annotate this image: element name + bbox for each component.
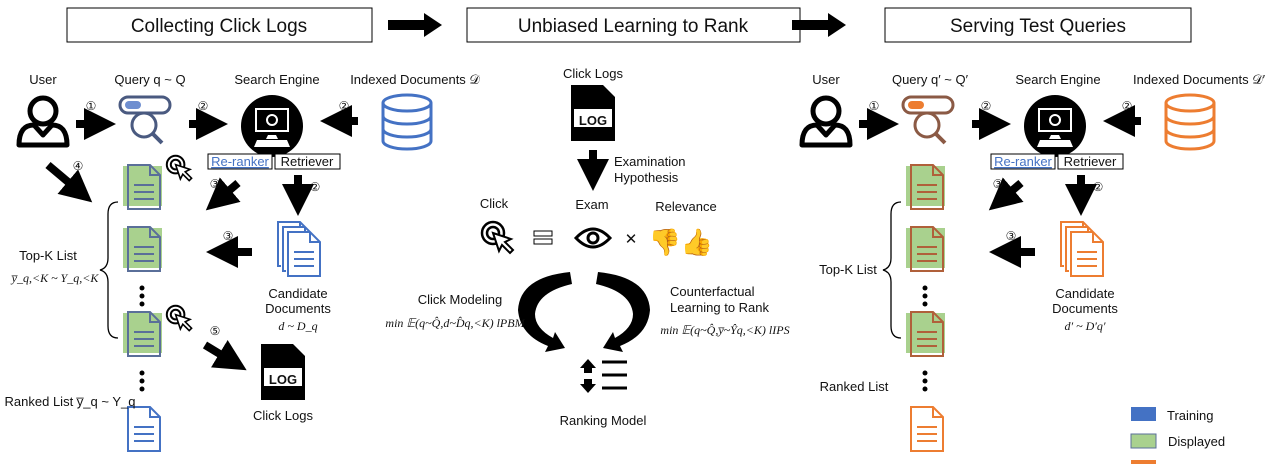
reranker-label: Re-ranker [994,154,1052,169]
stage-serve: Serving Test Queries [884,7,1192,43]
click-cursor-icon [165,154,193,182]
stage-collect: Collecting Click Logs [66,7,373,43]
flow-arrows [859,105,1141,268]
exam-label: Exam [575,197,608,212]
flow-arrows [45,105,358,371]
stage-serve-title: Serving Test Queries [950,16,1126,37]
counterfactual-label: Learning to Rank [670,300,770,315]
candidate-math: d ~ D_q [278,319,317,333]
stage-ultr: Unbiased Learning to Rank [466,7,801,43]
candidate-label: Documents [1052,301,1118,316]
ranked-document-icon [910,406,944,452]
reranker-label: Re-ranker [211,154,269,169]
ranking-model-icon [580,359,627,393]
engine-label: Search Engine [234,72,319,87]
click-label: Click [480,196,509,211]
topk-label: Top-K List [819,262,877,277]
step-1-label: ① [869,99,880,113]
step-3-label: ③ [223,229,234,243]
thumbs-down-icon: 👎 [649,227,681,257]
query-label: Query q′ ~ Q′ [892,72,969,87]
candidate-documents-icon [277,221,321,277]
stage-ultr-title: Unbiased Learning to Rank [518,16,749,37]
relevance-label: Relevance [655,199,716,214]
legend-swatch-displayed [1130,433,1157,449]
step-2-label: ② [981,99,992,113]
topk-label: Top-K List [19,248,77,263]
middle-section: Click Logs LOG Examination Hypothesis Cl… [385,66,789,428]
step-2-label: ② [310,180,321,194]
legend-swatch-training [1131,407,1156,421]
click-modeling-label: Click Modeling [418,292,503,307]
ranked-document-icon [127,406,161,452]
step-3-label: ③ [1006,229,1017,243]
hypothesis-label: Hypothesis [614,170,679,185]
ranking-model-label: Ranking Model [560,413,647,428]
topk-brace [99,201,119,339]
click-logs-label: Click Logs [253,408,313,423]
stage-arrow-icon [388,13,442,37]
candidate-label: Candidate [268,286,327,301]
ranked-list-label: Ranked List y̅_q ~ Y_q [5,394,136,409]
step-2-label: ② [1122,99,1133,113]
query-search-icon [901,95,955,145]
click-cursor-icon [165,304,193,332]
step-2-label: ② [198,99,209,113]
legend-label-displayed: Displayed [1168,434,1225,449]
right-section: User Query q′ ~ Q′ Search Engine Indexed… [802,72,1266,452]
counterfactual-label: Counterfactual [670,284,755,299]
topk-math: y̅_q,<K ~ Y_q,<K [11,271,100,285]
step-3-label: ③ [210,177,221,191]
retriever-label: Retriever [1064,154,1117,169]
step-2-label: ② [1093,180,1104,194]
search-engine-icon [1023,94,1087,158]
click-logs-label: Click Logs [563,66,623,81]
stage-arrow-icon [792,13,846,37]
times-icon: ✕ [625,231,638,248]
log-icon-text: LOG [579,113,607,128]
legend-swatch-serving [1131,460,1156,464]
candidate-math: d′ ~ D′q′ [1064,319,1105,333]
user-label: User [812,72,840,87]
log-icon-text: LOG [269,372,297,387]
left-section: User Query q ~ Q Search Engine Indexed D… [5,72,480,452]
step-4-label: ④ [73,159,84,173]
database-icon [381,93,433,151]
topk-brace [882,201,902,339]
counterfactual-formula: min 𝔼(q~Q̂,y̅~Ŷq,<K) lIPS [660,323,789,337]
step-2-label: ② [339,99,350,113]
user-label: User [29,72,57,87]
indexed-label: Indexed Documents 𝒟′ [1133,72,1266,87]
hypothesis-label: Examination [614,154,686,169]
indexed-label: Indexed Documents 𝒟 [350,72,480,87]
step-5-label: ⑤ [210,324,221,338]
search-engine-icon [240,94,304,158]
cycle-arrows-icon [518,272,650,352]
thumbs-up-icon: 👍 [681,227,713,257]
retriever-label: Retriever [281,154,334,169]
user-icon [19,98,67,145]
user-icon [802,98,850,145]
click-modeling-formula: min 𝔼(q~Q̂,d~D̂q,<K) lPBM [385,316,525,330]
legend-label-training: Training [1167,408,1213,423]
ellipsis-dots [139,285,145,392]
click-icon [480,220,515,255]
eye-icon [573,227,613,249]
query-search-icon [118,95,172,145]
ellipsis-dots [922,285,928,392]
database-icon [1164,93,1216,151]
candidate-label: Documents [265,301,331,316]
ranked-list-label: Ranked List [820,379,889,394]
legend: Training Displayed [1130,407,1225,464]
stage-collect-title: Collecting Click Logs [131,16,307,37]
candidate-label: Candidate [1055,286,1114,301]
candidate-documents-icon [1060,221,1104,277]
step-1-label: ① [86,99,97,113]
step-3-label: ③ [993,177,1004,191]
equals-icon [533,230,553,245]
engine-label: Search Engine [1015,72,1100,87]
query-label: Query q ~ Q [114,72,185,87]
